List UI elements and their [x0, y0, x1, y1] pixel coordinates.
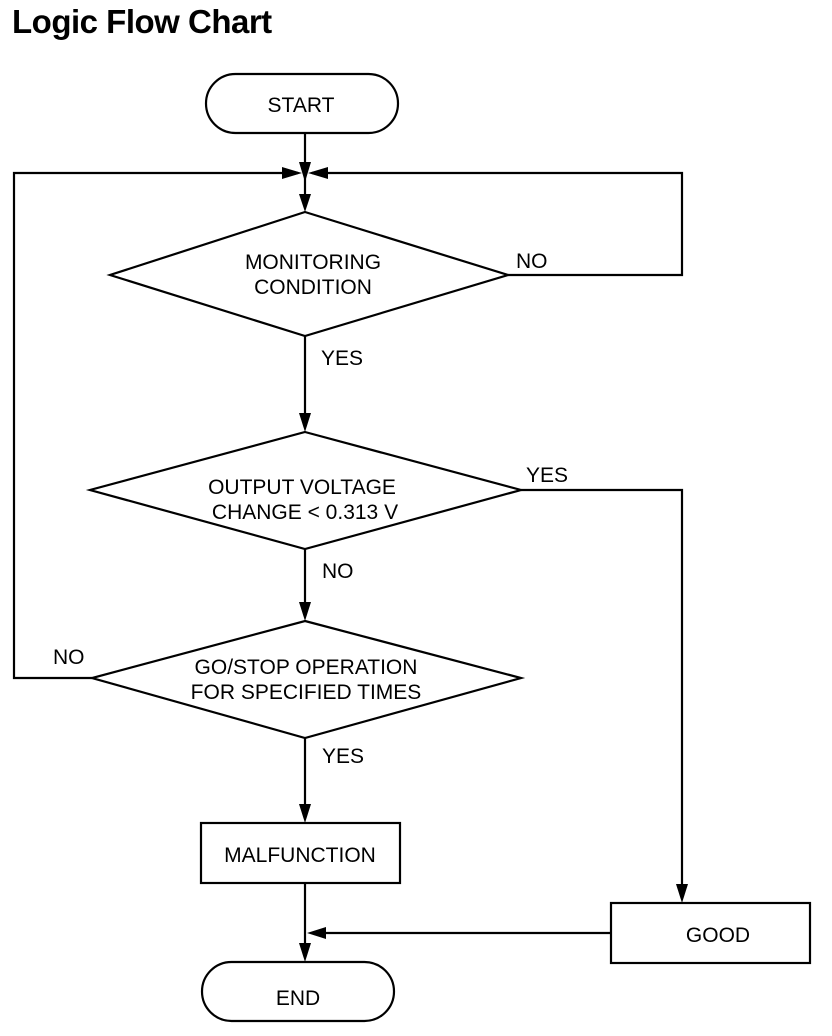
voltage-no-label: NO [322, 560, 354, 583]
arrow-start-to-merge [299, 162, 311, 182]
voltage-label-line-2: CHANGE < 0.313 V [212, 501, 398, 524]
voltage-decision [85, 430, 526, 551]
malfunction-box [199, 821, 402, 885]
voltage-yes-label: YES [526, 464, 568, 487]
monitoring-no-label: NO [516, 250, 548, 273]
arrow-into-good [676, 884, 688, 903]
malfunction-label: MALFUNCTION [224, 844, 376, 867]
start-terminal [204, 72, 400, 135]
arrow-into-malfunction [299, 804, 311, 823]
monitoring-yes-label: YES [321, 347, 363, 370]
arrow-into-end [299, 943, 311, 962]
arrow-monitoring-no-loop [308, 167, 328, 179]
arrow-into-monitoring [299, 194, 311, 212]
good-box [609, 901, 812, 965]
end-label: END [276, 987, 320, 1010]
arrow-into-gostop [299, 602, 311, 621]
monitoring-label-line-2: CONDITION [254, 276, 372, 299]
start-label: START [268, 94, 335, 117]
good-label: GOOD [686, 924, 750, 947]
connector-gostop-no-loop [12, 171, 298, 680]
connector-monitoring-no-loop [312, 171, 684, 277]
gostop-no-label: NO [53, 646, 85, 669]
gostop-label-line-2: FOR SPECIFIED TIMES [191, 681, 422, 704]
arrow-into-voltage [299, 413, 311, 432]
connector-voltage-yes [521, 488, 684, 885]
gostop-label-line-1: GO/STOP OPERATION [195, 656, 418, 679]
monitoring-label-line-1: MONITORING [245, 251, 381, 274]
gostop-yes-label: YES [322, 745, 364, 768]
arrow-good-to-end [307, 927, 326, 939]
monitoring-decision [106, 210, 512, 338]
arrow-gostop-no-loop [282, 167, 302, 179]
gostop-decision [87, 619, 526, 740]
end-terminal [200, 960, 396, 1023]
page-title: Logic Flow Chart [12, 3, 272, 40]
voltage-label-line-1: OUTPUT VOLTAGE [208, 476, 396, 499]
